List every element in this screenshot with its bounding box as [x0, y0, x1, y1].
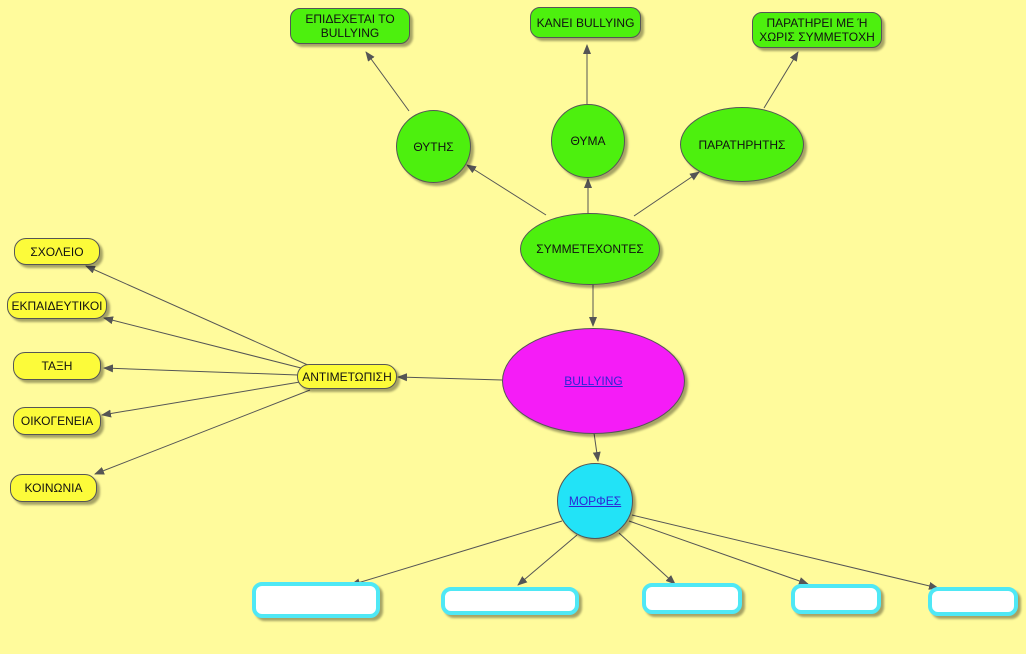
- node-victim-detail-label: ΚΑΝΕΙ BULLYING: [536, 15, 635, 30]
- response-item-label: ΤΑΞΗ: [41, 359, 73, 373]
- response-item[interactable]: ΚΟΙΝΩΝΙΑ: [10, 474, 97, 502]
- node-participants[interactable]: ΣΥΜΜΕΤΕΧΟΝΤΕΣ: [520, 213, 660, 285]
- node-victim[interactable]: ΘΥΜΑ: [551, 104, 625, 178]
- node-forms-link[interactable]: ΜΟΡΦΕΣ: [568, 494, 622, 508]
- edge-response-item-5: [94, 389, 311, 475]
- node-observer-detail-label: ΠΑΡΑΤΗΡΕΙ ΜΕ Ή ΧΩΡΙΣ ΣΥΜΜΕΤΟΧΗ: [759, 16, 875, 44]
- node-victim-label: ΘΥΜΑ: [570, 134, 606, 148]
- node-victim-detail[interactable]: ΚΑΝΕΙ BULLYING: [530, 7, 641, 38]
- node-perpetrator-detail-label: ΕΠΙΔΕΧΕΤΑΙ ΤΟ BULLYING: [305, 12, 395, 40]
- edge-participants-observer: [633, 171, 700, 217]
- edge-forms-item-5: [631, 514, 939, 590]
- edge-response-item-3: [103, 364, 299, 376]
- form-item[interactable]: [791, 584, 881, 614]
- node-observer[interactable]: ΠΑΡΑΤΗΡΗΤΗΣ: [680, 107, 804, 182]
- node-forms[interactable]: ΜΟΡΦΕΣ: [557, 463, 633, 539]
- response-item-label: ΕΚΠΑΙΔΕΥΤΙΚΟΙ: [11, 298, 103, 313]
- edge-response-item-1: [85, 265, 311, 367]
- form-item[interactable]: [642, 583, 742, 614]
- edge-forms-item-3: [618, 532, 676, 585]
- edge-center-forms: [592, 432, 601, 462]
- response-item[interactable]: ΣΧΟΛΕΙΟ: [14, 238, 100, 265]
- form-item[interactable]: [441, 587, 579, 615]
- form-item[interactable]: [252, 582, 380, 618]
- edge-response-item-2: [103, 316, 306, 370]
- response-item[interactable]: ΕΚΠΑΙΔΕΥΤΙΚΟΙ: [7, 292, 107, 319]
- response-item-label: ΟΙΚΟΓΕΝΕΙΑ: [20, 414, 94, 428]
- node-center[interactable]: BULLYING: [502, 328, 685, 434]
- edge-center-response: [397, 373, 503, 382]
- edge-forms-item-2: [517, 534, 578, 586]
- edge-participants-perpetrator: [466, 164, 547, 216]
- response-item[interactable]: ΤΑΞΗ: [13, 352, 101, 380]
- node-perpetrator-label: ΘΥΤΗΣ: [413, 139, 454, 154]
- edge-observer-detail: [763, 51, 799, 109]
- node-response-label: ΑΝΤΙΜΕΤΩΠΙΣΗ: [302, 369, 392, 384]
- response-item-label: ΣΧΟΛΕΙΟ: [30, 244, 84, 259]
- node-response[interactable]: ΑΝΤΙΜΕΤΩΠΙΣΗ: [297, 364, 397, 389]
- edge-forms-item-1: [350, 520, 563, 587]
- node-perpetrator[interactable]: ΘΥΤΗΣ: [396, 110, 471, 183]
- response-item-label: ΚΟΙΝΩΝΙΑ: [24, 481, 83, 495]
- node-perpetrator-detail[interactable]: ΕΠΙΔΕΧΕΤΑΙ ΤΟ BULLYING: [290, 8, 410, 44]
- edge-forms-item-4: [628, 520, 809, 585]
- edge-perpetrator-detail: [365, 51, 410, 112]
- node-observer-detail[interactable]: ΠΑΡΑΤΗΡΕΙ ΜΕ Ή ΧΩΡΙΣ ΣΥΜΜΕΤΟΧΗ: [752, 12, 882, 48]
- node-observer-label: ΠΑΡΑΤΗΡΗΤΗΣ: [698, 137, 786, 152]
- node-center-link[interactable]: BULLYING: [564, 374, 623, 388]
- node-participants-label: ΣΥΜΜΕΤΕΧΟΝΤΕΣ: [536, 242, 644, 256]
- form-item[interactable]: [928, 587, 1018, 616]
- response-item[interactable]: ΟΙΚΟΓΕΝΕΙΑ: [13, 407, 101, 435]
- edge-response-item-4: [101, 381, 301, 418]
